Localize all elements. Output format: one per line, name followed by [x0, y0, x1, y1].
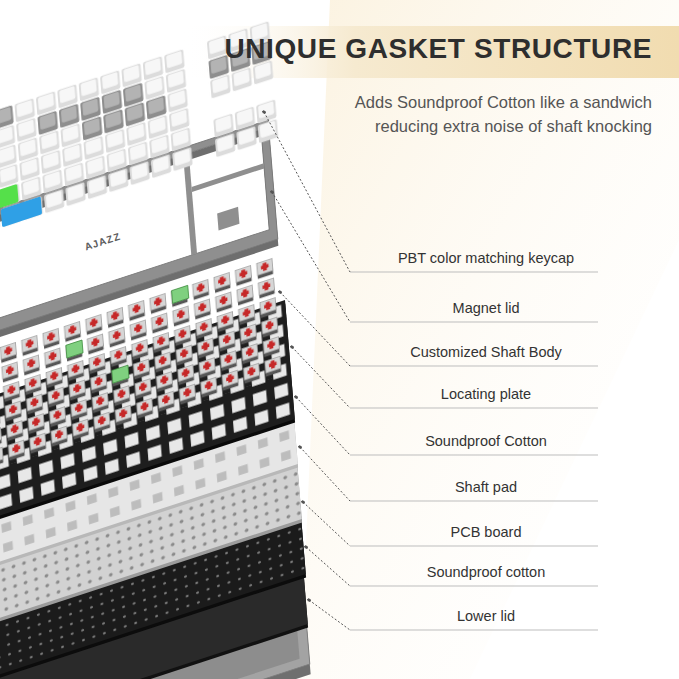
brand-mark: AJAZZ — [83, 231, 122, 253]
part-label: Magnet lid — [361, 300, 611, 316]
part-label: Shaft pad — [361, 479, 611, 495]
part-label: PCB board — [361, 524, 611, 540]
light-ray — [300, 0, 679, 679]
part-label: PBT color matching keycap — [361, 250, 611, 266]
part-label: Customized Shaft Body — [361, 344, 611, 360]
part-label: Lower lid — [361, 608, 611, 624]
part-label: Locating plate — [361, 386, 611, 402]
subtitle-note: Adds Soundproof Cotton like a sandwich r… — [307, 90, 652, 138]
part-label: Soundproof cotton — [361, 564, 611, 580]
title: UNIQUE GASKET STRUCTURE — [224, 33, 652, 65]
leader-lines — [263, 111, 351, 631]
part-label: Soundproof Cotton — [361, 433, 611, 449]
